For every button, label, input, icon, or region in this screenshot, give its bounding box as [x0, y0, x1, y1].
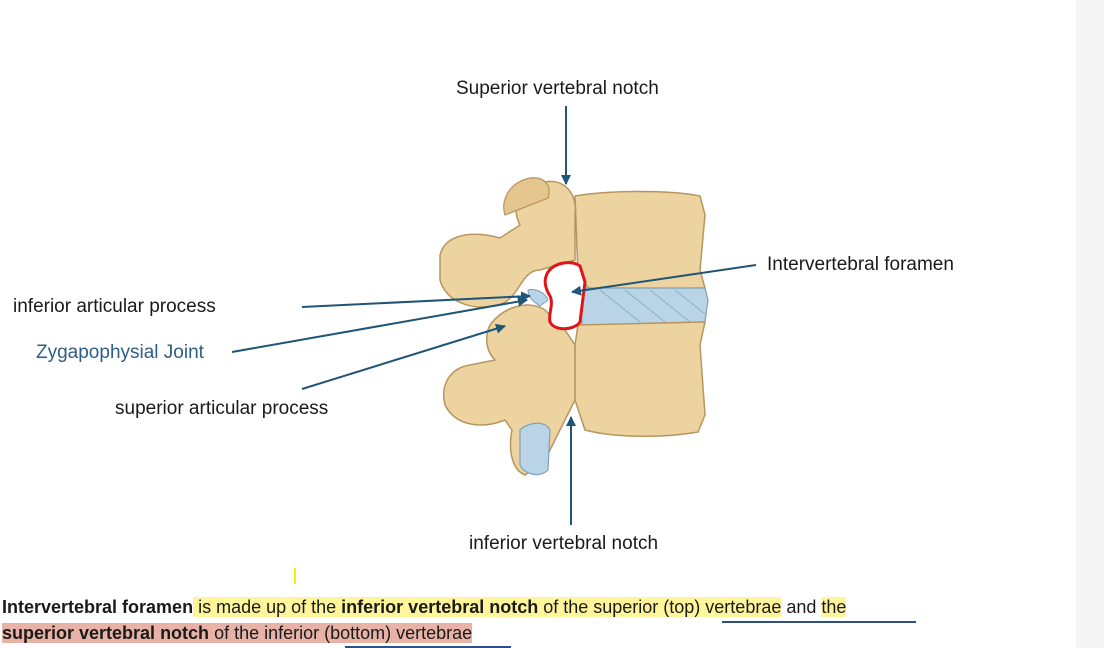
- arrow-zygapophysial: [231, 296, 528, 353]
- zygapophysial-joint-cartilage: [527, 289, 549, 307]
- caption-text-2: of the superior (top) vertebrae: [538, 597, 782, 617]
- caption-text-1: is made up of the: [193, 597, 342, 617]
- upper-vertebra: [439, 177, 706, 308]
- lower-vertebra: [443, 304, 706, 476]
- caption-paragraph: Intervertebral foramen is made up of the…: [2, 594, 1062, 646]
- arrow-inferior-articular: [301, 291, 531, 308]
- intervertebral-foramen-outline: [543, 261, 587, 331]
- caption-term-superior-notch: superior vertebral notch: [2, 623, 210, 643]
- arrow-intervertebral-foramen: [571, 264, 757, 296]
- caption-term-inferior-notch: inferior vertebral notch: [341, 597, 539, 617]
- caption-text-3: and: [781, 597, 822, 617]
- label-superior-vertebral-notch: Superior vertebral notch: [456, 78, 659, 99]
- label-intervertebral-foramen: Intervertebral foramen: [767, 254, 954, 275]
- underline-inferior-bottom: [345, 646, 511, 648]
- caption-term-foramen: Intervertebral foramen: [2, 597, 194, 617]
- right-sidebar-strip: [1076, 0, 1104, 648]
- caption-text-5: of the inferior (bottom) vertebrae: [209, 623, 473, 643]
- text-cursor-highlight: [294, 568, 296, 584]
- arrow-superior-articular: [301, 323, 506, 390]
- label-inferior-articular-process: inferior articular process: [13, 296, 216, 317]
- label-zygapophysial-joint: Zygapophysial Joint: [36, 342, 204, 363]
- label-superior-articular-process: superior articular process: [115, 398, 329, 419]
- underline-superior-top: [722, 621, 916, 623]
- intervertebral-disc: [579, 287, 709, 326]
- caption-text-4: the: [821, 597, 847, 617]
- label-inferior-vertebral-notch: inferior vertebral notch: [469, 533, 659, 554]
